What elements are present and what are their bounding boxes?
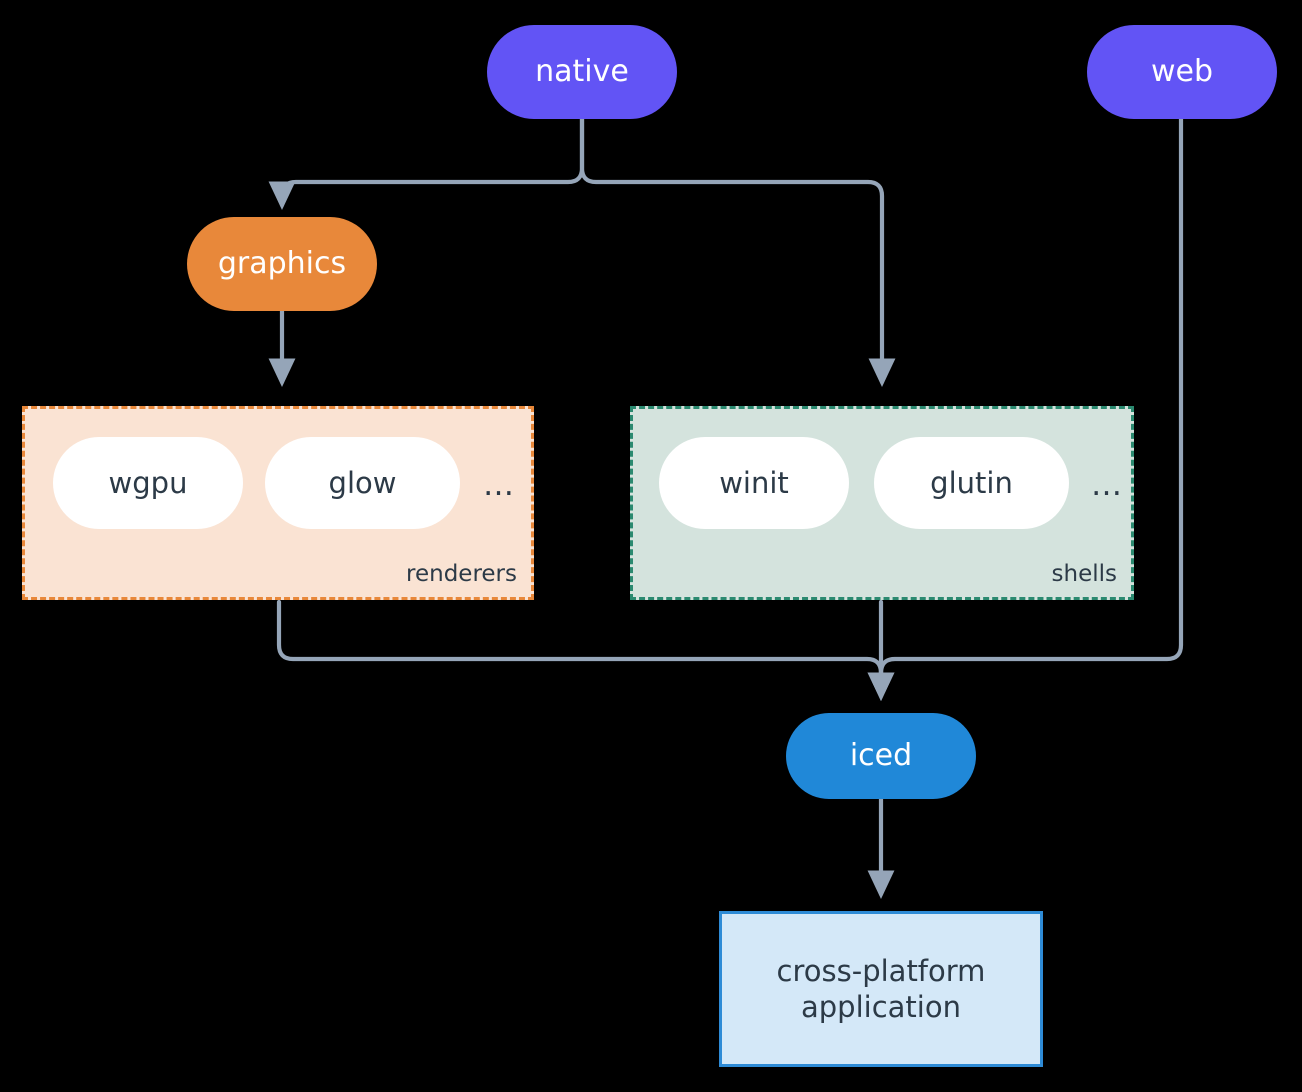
chip-glutin-label: glutin <box>930 466 1013 500</box>
chip-glow-label: glow <box>328 466 397 500</box>
group-renderers: wgpu glow … renderers <box>22 406 534 600</box>
node-graphics-label: graphics <box>217 246 347 282</box>
chip-glow[interactable]: glow <box>265 437 460 529</box>
group-shells-label: shells <box>1051 561 1117 587</box>
group-renderers-label: renderers <box>406 561 517 587</box>
edge-native-to-shells <box>579 116 896 388</box>
node-web[interactable]: web <box>1087 25 1277 119</box>
edge-renderers-to-iced <box>276 599 895 702</box>
chip-wgpu-label: wgpu <box>108 466 188 500</box>
chip-glutin[interactable]: glutin <box>874 437 1069 529</box>
node-iced[interactable]: iced <box>786 713 976 799</box>
chip-wgpu[interactable]: wgpu <box>53 437 243 529</box>
node-web-label: web <box>1150 54 1214 90</box>
node-graphics[interactable]: graphics <box>187 217 377 311</box>
shells-more-ellipsis: … <box>1091 467 1123 503</box>
chip-winit[interactable]: winit <box>659 437 849 529</box>
edge-native-to-graphics <box>268 116 585 211</box>
chip-winit-label: winit <box>719 466 789 500</box>
group-shells: winit glutin … shells <box>630 406 1134 600</box>
application-label-line1: cross-platform <box>776 953 986 988</box>
renderers-more-ellipsis: … <box>483 467 515 503</box>
node-cross-platform-application[interactable]: cross-platform application <box>719 911 1043 1067</box>
node-native[interactable]: native <box>487 25 677 119</box>
node-native-label: native <box>535 54 629 90</box>
application-label-line2: application <box>801 990 961 1024</box>
node-iced-label: iced <box>849 738 913 774</box>
